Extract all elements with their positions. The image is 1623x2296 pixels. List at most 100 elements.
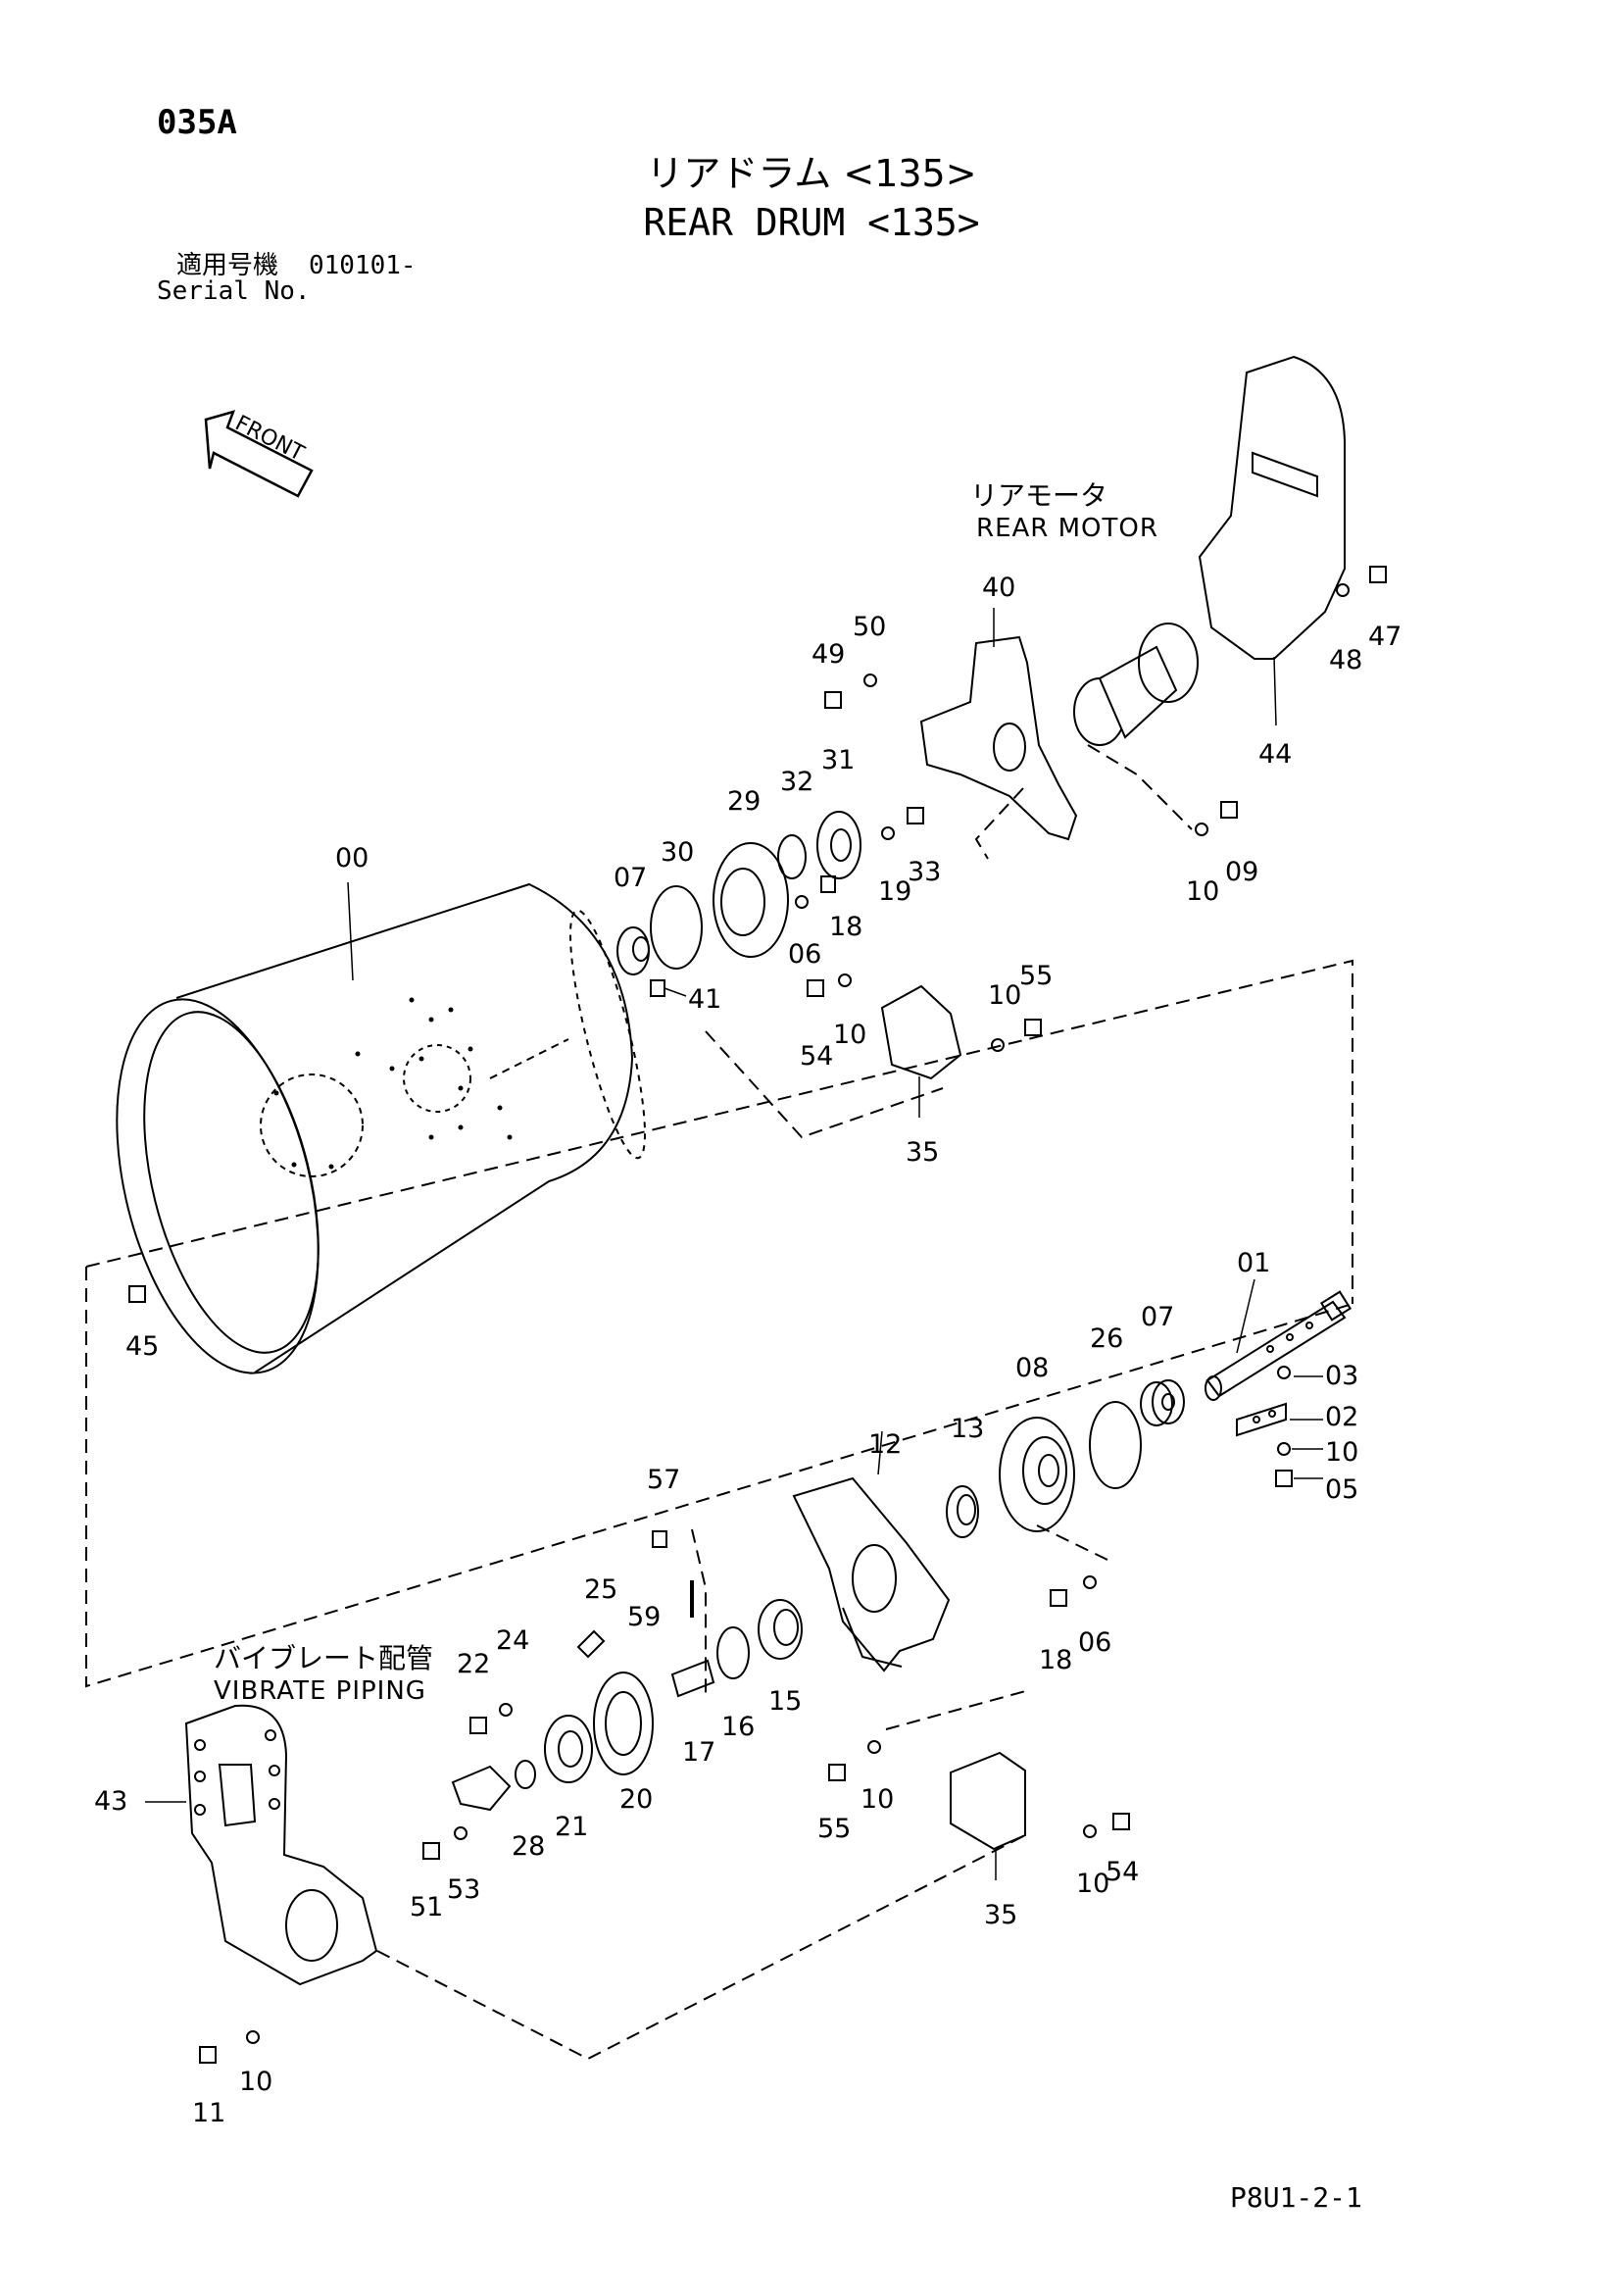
o-ring-26 bbox=[1089, 1401, 1142, 1489]
callout-part-41: 41 bbox=[688, 984, 722, 1015]
callout-part-28: 28 bbox=[512, 1831, 546, 1862]
plug-41 bbox=[650, 979, 665, 997]
bracket-35-upper bbox=[880, 984, 962, 1080]
washer-10-shaft bbox=[1277, 1442, 1291, 1456]
callout-part-10-shaft: 10 bbox=[1325, 1437, 1359, 1468]
bearing-07-upper-inner bbox=[632, 936, 650, 962]
vibrate-piping-block bbox=[451, 1765, 512, 1812]
callout-part-49: 49 bbox=[812, 639, 846, 670]
callout-part-09: 09 bbox=[1225, 857, 1259, 887]
plate-21 bbox=[544, 1715, 593, 1783]
cover-20-inner bbox=[605, 1691, 642, 1756]
plate-40-bore bbox=[993, 723, 1026, 772]
callout-part-25: 25 bbox=[584, 1574, 618, 1605]
bolt-51 bbox=[422, 1842, 440, 1860]
callout-part-55-upper: 55 bbox=[1019, 961, 1054, 991]
o-ring-28 bbox=[515, 1760, 536, 1789]
callout-part-35-lower: 35 bbox=[984, 1900, 1018, 1930]
callout-part-07-upper: 07 bbox=[614, 863, 648, 893]
callout-part-54-upper: 54 bbox=[800, 1041, 834, 1072]
plate-21-inner bbox=[558, 1730, 583, 1768]
rear-drum bbox=[116, 882, 647, 1374]
bracket-44-slot bbox=[1252, 451, 1318, 498]
callout-part-20: 20 bbox=[619, 1784, 654, 1815]
rear-motor-label-japanese: リアモータ bbox=[970, 479, 1108, 512]
vibrate-piping-label-japanese: バイブレート配管 bbox=[214, 1642, 434, 1674]
callout-part-33: 33 bbox=[908, 857, 942, 887]
title-japanese: リアドラム <135> bbox=[646, 152, 977, 195]
key-block bbox=[1236, 1402, 1287, 1437]
callout-part-26: 26 bbox=[1090, 1323, 1124, 1354]
washer-10-mid bbox=[867, 1740, 881, 1754]
bolt-49 bbox=[824, 691, 842, 709]
callout-part-47: 47 bbox=[1368, 622, 1402, 652]
fitting-25 bbox=[576, 1629, 606, 1659]
bolt-22 bbox=[469, 1717, 487, 1734]
washer-10-right bbox=[1083, 1824, 1097, 1838]
callout-part-35-upper: 35 bbox=[906, 1137, 940, 1168]
callout-part-10-right: 10 bbox=[1076, 1869, 1110, 1899]
callout-part-30: 30 bbox=[661, 837, 695, 868]
callout-part-54-lower: 54 bbox=[1106, 1857, 1140, 1887]
o-ring-30 bbox=[650, 885, 703, 970]
bolt-45 bbox=[128, 1285, 146, 1303]
footer-code: P8U1-2-1 bbox=[1230, 2181, 1362, 2214]
assembly-dash-lines bbox=[85, 744, 1353, 2061]
callout-part-12: 12 bbox=[868, 1429, 903, 1460]
front-arrow-icon: FRONT bbox=[204, 410, 314, 498]
callout-part-15: 15 bbox=[768, 1686, 803, 1717]
sleeve-17 bbox=[670, 1659, 715, 1698]
callout-part-40: 40 bbox=[982, 573, 1016, 603]
callout-part-10-upper-left: 10 bbox=[833, 1020, 867, 1050]
hub-08 bbox=[999, 1417, 1075, 1532]
washer-03 bbox=[1277, 1366, 1291, 1379]
nut-54-lower bbox=[1112, 1813, 1130, 1830]
bolt-55-upper bbox=[1024, 1019, 1042, 1036]
callout-part-05: 05 bbox=[1325, 1474, 1359, 1505]
page-code: 035A bbox=[157, 103, 237, 142]
plate-43 bbox=[184, 1704, 378, 1986]
plate-40 bbox=[919, 635, 1078, 841]
bearing-07-lower bbox=[1140, 1379, 1185, 1426]
rear-motor bbox=[1073, 623, 1199, 746]
seal-13-inner bbox=[957, 1494, 976, 1525]
callout-part-01: 01 bbox=[1237, 1248, 1271, 1278]
callout-part-32: 32 bbox=[780, 767, 814, 797]
bolt-47 bbox=[1369, 566, 1387, 583]
bolt-09 bbox=[1220, 801, 1238, 819]
title-english: REAR DRUM <135> bbox=[643, 201, 980, 244]
callout-part-55-lower: 55 bbox=[817, 1814, 852, 1844]
callout-part-31: 31 bbox=[821, 745, 856, 775]
bolt-11 bbox=[199, 2046, 217, 2064]
o-ring-32 bbox=[777, 834, 807, 879]
callout-part-18-lower: 18 bbox=[1039, 1645, 1073, 1675]
hub-29 bbox=[713, 842, 789, 958]
washer-06-upper bbox=[795, 895, 809, 909]
rear-motor-label-english: REAR MOTOR bbox=[976, 514, 1158, 543]
washer-19 bbox=[881, 826, 895, 840]
seal-13 bbox=[946, 1485, 979, 1538]
bolt-18-lower bbox=[1050, 1589, 1067, 1607]
bracket-35-lower bbox=[950, 1751, 1026, 1851]
callout-part-10-upper-right: 10 bbox=[988, 980, 1022, 1011]
bearing-16 bbox=[716, 1626, 750, 1679]
callout-part-17: 17 bbox=[682, 1737, 716, 1768]
callout-part-18-upper: 18 bbox=[829, 912, 863, 942]
callout-part-16: 16 bbox=[721, 1712, 756, 1742]
hub-29-inner bbox=[720, 868, 765, 936]
washer-06-lower bbox=[1083, 1575, 1097, 1589]
bolt-55-lower bbox=[828, 1764, 846, 1781]
callout-part-19: 19 bbox=[878, 876, 912, 907]
bolt-33 bbox=[907, 807, 924, 824]
bracket-44 bbox=[1198, 355, 1346, 660]
washer-10-upper-right bbox=[991, 1038, 1005, 1052]
callout-part-22: 22 bbox=[457, 1649, 491, 1679]
bearing-15 bbox=[758, 1599, 803, 1660]
callout-part-00: 00 bbox=[335, 843, 369, 873]
serial-label-english: Serial No. bbox=[157, 276, 311, 306]
callout-part-13: 13 bbox=[951, 1414, 985, 1444]
serial-label-japanese: 適用号機 bbox=[176, 251, 279, 280]
washer-24 bbox=[499, 1703, 513, 1717]
callout-part-03: 03 bbox=[1325, 1361, 1359, 1391]
